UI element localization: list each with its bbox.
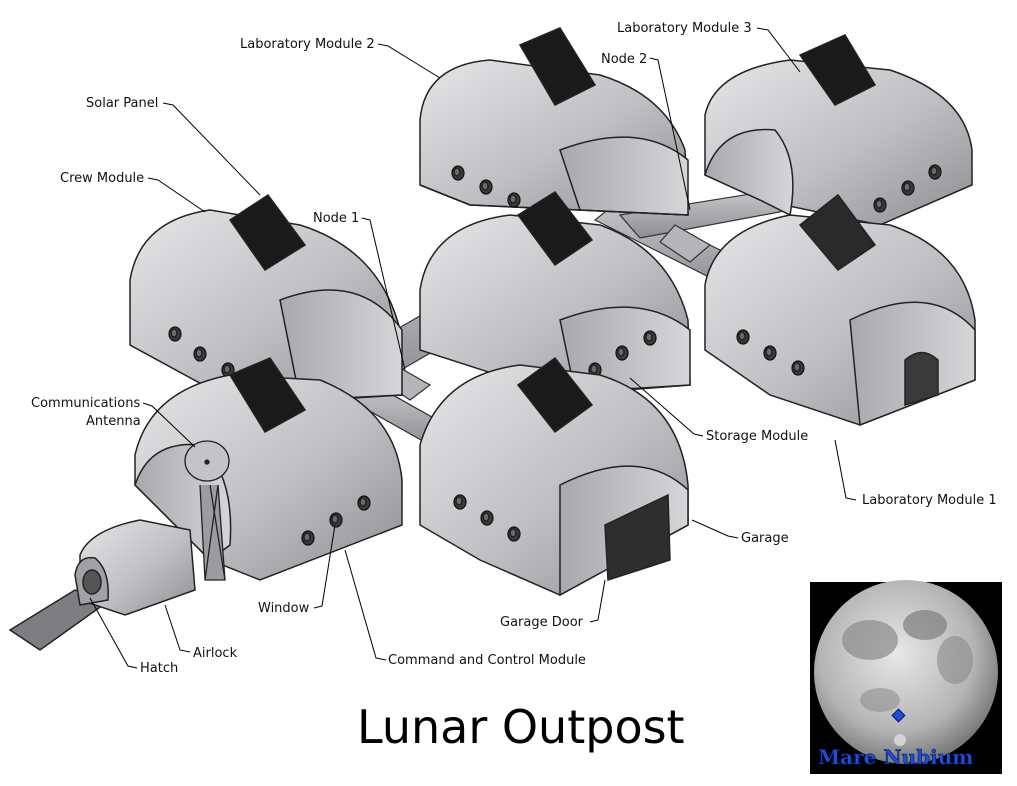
crew-module: [129, 193, 403, 406]
label-laboratory-module-1: Laboratory Module 1: [862, 493, 997, 508]
storage-module: [419, 191, 691, 396]
label-laboratory-module-2: Laboratory Module 2: [240, 37, 375, 52]
label-command-and-control-module: Command and Control Module: [388, 653, 586, 668]
laboratory-module-1: [704, 193, 976, 427]
label-solar-panel: Solar Panel: [86, 96, 158, 111]
airlock: [8, 519, 196, 651]
mare-nubium-marker: [891, 708, 906, 723]
solar-panel-garage: [516, 356, 594, 434]
label-node-1: Node 1: [313, 211, 359, 226]
solar-panel-lab3: [798, 34, 877, 106]
solar-panel-command: [228, 357, 307, 434]
solar-panel-lab1: [798, 193, 877, 271]
label-communications: Communications: [31, 396, 140, 411]
diagram-title: Lunar Outpost: [357, 700, 685, 754]
mare-nubium-label: Mare Nubium: [818, 745, 973, 769]
laboratory-module-3: [704, 34, 973, 226]
solar-panel-lab2: [518, 27, 597, 106]
label-laboratory-module-3: Laboratory Module 3: [617, 21, 752, 36]
label-airlock: Airlock: [193, 646, 238, 661]
label-garage-door: Garage Door: [500, 615, 584, 630]
part-labels: Laboratory Module 2 Laboratory Module 3 …: [31, 21, 997, 676]
solar-panel-crew: [228, 193, 307, 272]
label-garage: Garage: [741, 531, 789, 546]
moon-inset: Mare Nubium: [810, 580, 1002, 774]
label-hatch: Hatch: [140, 661, 178, 676]
garage-door: [604, 493, 671, 582]
label-node-2: Node 2: [601, 52, 647, 67]
communications-antenna: [184, 440, 230, 581]
label-antenna: Antenna: [86, 414, 141, 429]
garage-module: [419, 356, 689, 597]
label-crew-module: Crew Module: [60, 171, 144, 186]
laboratory-module-2: [419, 27, 689, 216]
label-window: Window: [258, 601, 310, 616]
hatch: [82, 569, 102, 595]
lab1-door: [904, 351, 939, 407]
solar-panel-storage: [516, 191, 594, 267]
leader-lines: [89, 27, 857, 669]
label-storage-module: Storage Module: [706, 429, 808, 444]
